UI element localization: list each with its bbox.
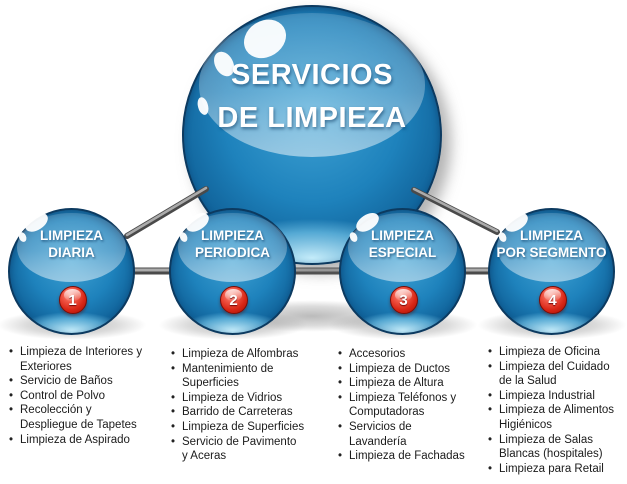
diagram-title: SERVICIOS DE LIMPIEZA (217, 59, 407, 134)
list-item: Limpieza de Oficina (487, 345, 627, 360)
list-item: Limpieza de Interiores y Exteriores (8, 345, 160, 374)
category-label: LIMPIEZA PERIODICA (194, 228, 270, 260)
category-sphere-limpieza-diaria: LIMPIEZA DIARIA 1 (8, 208, 135, 335)
service-list-limpieza-por-segmento: Limpieza de Oficina Limpieza del Cuidado… (487, 345, 627, 476)
list-item: Limpieza Teléfonos y Computadoras (337, 391, 489, 420)
list-item: Servicios de Lavandería (337, 420, 489, 449)
list-item: Control de Polvo (8, 389, 160, 404)
sphere-gloss (199, 13, 425, 157)
list-item: Limpieza Industrial (487, 389, 627, 404)
number-badge-1: 1 (58, 286, 87, 314)
service-list-limpieza-periodica: Limpieza de Alfombras Mantenimiento de S… (170, 347, 332, 464)
badge-gloss (224, 288, 243, 301)
badge-number: 3 (399, 291, 408, 309)
list-item: Limpieza de Superficies (170, 420, 332, 435)
list-item: Limpieza de Altura (337, 376, 489, 391)
list-item: Limpieza de Alfombras (170, 347, 332, 362)
list-item: Limpieza del Cuidado de la Salud (487, 360, 627, 389)
list-item: Recolección y Despliegue de Tapetes (8, 403, 160, 432)
list-item: Limpieza de Vidrios (170, 391, 332, 406)
list-item: Limpieza de Fachadas (337, 449, 489, 464)
category-label: LIMPIEZA DIARIA (40, 228, 103, 260)
badge-gloss (63, 288, 82, 301)
list-item: Accesorios (337, 347, 489, 362)
list-item: Mantenimiento de Superficies (170, 362, 332, 391)
service-list-limpieza-especial: Accesorios Limpieza de Ductos Limpieza d… (337, 347, 489, 464)
category-label: LIMPIEZA POR SEGMENTO (496, 228, 607, 260)
main-sphere: SERVICIOS DE LIMPIEZA (182, 5, 442, 265)
list-item: Limpieza de Aspirado (8, 433, 160, 448)
category-sphere-limpieza-por-segmento: LIMPIEZA POR SEGMENTO 4 (488, 208, 615, 335)
list-item: Servicio de Baños (8, 374, 160, 389)
service-list-limpieza-diaria: Limpieza de Interiores y Exteriores Serv… (8, 345, 160, 447)
badge-number: 2 (229, 291, 238, 309)
category-sphere-limpieza-especial: LIMPIEZA ESPECIAL 3 (339, 208, 466, 335)
list-item: Limpieza de Salas Blancas (hospitales) (487, 433, 627, 462)
list-item: Limpieza para Retail (487, 462, 627, 477)
badge-gloss (394, 288, 413, 301)
badge-gloss (543, 288, 562, 301)
category-label: LIMPIEZA ESPECIAL (368, 228, 437, 260)
number-badge-3: 3 (389, 286, 418, 314)
badge-number: 4 (548, 291, 557, 309)
list-item: Barrido de Carreteras (170, 405, 332, 420)
list-item: Servicio de Pavimento y Aceras (170, 435, 332, 464)
category-sphere-limpieza-periodica: LIMPIEZA PERIODICA 2 (169, 208, 296, 335)
number-badge-2: 2 (219, 286, 248, 314)
list-item: Limpieza de Alimentos Higiénicos (487, 403, 627, 432)
list-item: Limpieza de Ductos (337, 362, 489, 377)
number-badge-4: 4 (538, 286, 567, 314)
badge-number: 1 (68, 291, 77, 309)
